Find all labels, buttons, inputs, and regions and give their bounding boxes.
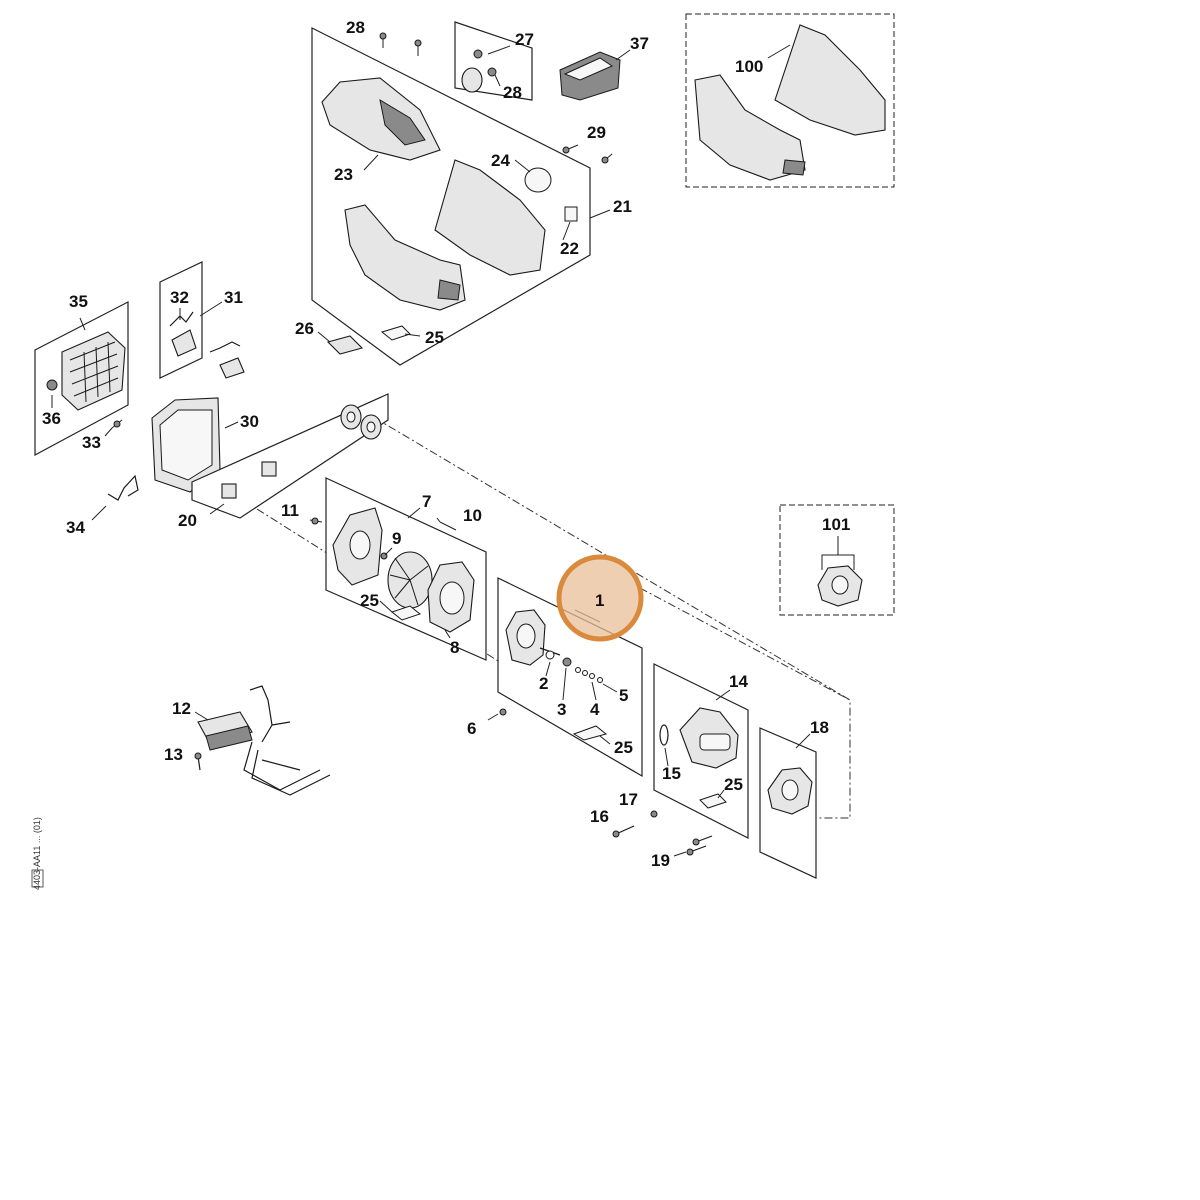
callout-7[interactable]: 7 xyxy=(422,492,431,511)
part-19-screws[interactable] xyxy=(673,835,713,857)
callout-21[interactable]: 21 xyxy=(613,197,632,216)
callout-22[interactable]: 22 xyxy=(560,239,579,258)
callout-labels: 1 2 3 4 5 6 7 8 9 10 11 12 13 14 15 16 1… xyxy=(42,18,850,870)
group-18 xyxy=(759,727,817,879)
reference-code: 4403-AA11 ... (01) xyxy=(31,817,44,890)
part-24-plate[interactable] xyxy=(524,167,552,193)
part-36-screw[interactable] xyxy=(46,379,58,391)
callout-1[interactable]: 1 xyxy=(595,591,604,610)
part-5-shim[interactable] xyxy=(597,677,603,683)
group-35 xyxy=(34,301,129,457)
callout-25-right[interactable]: 25 xyxy=(724,775,743,794)
callout-23[interactable]: 23 xyxy=(334,165,353,184)
callout-31[interactable]: 31 xyxy=(224,288,243,307)
callout-8[interactable]: 8 xyxy=(450,638,459,657)
callout-20[interactable]: 20 xyxy=(178,511,197,530)
svg-text:4403-AA11 ... (01): 4403-AA11 ... (01) xyxy=(32,817,42,890)
part-25-pad-low[interactable] xyxy=(572,725,608,741)
callout-28-group[interactable]: 28 xyxy=(503,83,522,102)
part-27-cap[interactable] xyxy=(461,67,483,93)
callout-28-top[interactable]: 28 xyxy=(346,18,365,37)
callout-3[interactable]: 3 xyxy=(557,700,566,719)
part-2-washer[interactable] xyxy=(545,650,555,660)
callout-30[interactable]: 30 xyxy=(240,412,259,431)
callout-17[interactable]: 17 xyxy=(619,790,638,809)
callout-33[interactable]: 33 xyxy=(82,433,101,452)
part-37-label-cover[interactable] xyxy=(559,49,631,101)
callout-6[interactable]: 6 xyxy=(467,719,476,738)
part-29-screws[interactable] xyxy=(562,144,613,164)
part-17-washer[interactable] xyxy=(650,810,658,818)
group-101 xyxy=(779,504,895,616)
callout-11[interactable]: 11 xyxy=(281,501,299,520)
part-100-crankcase-assy[interactable] xyxy=(694,74,806,181)
part-26-clip[interactable] xyxy=(326,335,364,355)
callout-34[interactable]: 34 xyxy=(66,518,85,537)
part-10-pin[interactable] xyxy=(436,517,457,531)
callout-37[interactable]: 37 xyxy=(630,34,649,53)
callout-19[interactable]: 19 xyxy=(651,851,670,870)
part-20-block-a[interactable] xyxy=(261,461,277,477)
callout-9[interactable]: 9 xyxy=(392,529,401,548)
part-12-control-unit[interactable] xyxy=(194,711,253,751)
housing-group-21 xyxy=(311,27,613,366)
part-4-spacers[interactable] xyxy=(575,667,595,679)
callout-4[interactable]: 4 xyxy=(590,700,600,719)
callout-12[interactable]: 12 xyxy=(172,699,191,718)
group-100 xyxy=(685,13,895,188)
callout-101[interactable]: 101 xyxy=(822,515,850,534)
part-6-screw[interactable] xyxy=(487,708,507,721)
part-34-lever[interactable] xyxy=(91,474,139,521)
group-7 xyxy=(309,477,487,661)
part-25-pad-mid[interactable] xyxy=(390,605,422,621)
part-33-screw[interactable] xyxy=(104,419,123,437)
callout-15[interactable]: 15 xyxy=(662,764,681,783)
group-27 xyxy=(454,21,533,101)
callout-13[interactable]: 13 xyxy=(164,745,183,764)
callout-10[interactable]: 10 xyxy=(463,506,482,525)
callout-27[interactable]: 27 xyxy=(515,30,534,49)
part-31-spring[interactable] xyxy=(169,311,194,327)
part-16-screw[interactable] xyxy=(612,825,635,838)
callout-5[interactable]: 5 xyxy=(619,686,628,705)
part-15-circlip[interactable] xyxy=(659,724,669,746)
highlight-ring xyxy=(556,554,644,642)
part-35-filter[interactable] xyxy=(61,331,126,411)
callout-26[interactable]: 26 xyxy=(295,319,314,338)
wiring-harness xyxy=(243,685,331,796)
part-25-pad-right[interactable] xyxy=(699,793,727,809)
group-1 xyxy=(497,577,643,778)
part-32-bracket[interactable] xyxy=(171,329,197,357)
group-31 xyxy=(159,261,245,379)
part-11-screw[interactable] xyxy=(309,517,323,525)
part-20-block-b[interactable] xyxy=(221,483,237,499)
callout-35[interactable]: 35 xyxy=(69,292,88,311)
group-14 xyxy=(653,663,749,839)
callout-16[interactable]: 16 xyxy=(590,807,609,826)
part-22-block[interactable] xyxy=(564,206,578,222)
part-21-crankcase[interactable] xyxy=(344,204,466,311)
callout-25-top[interactable]: 25 xyxy=(425,328,444,347)
group-20 xyxy=(191,393,389,519)
part-13-screw[interactable] xyxy=(194,752,202,771)
part-28-screws-top[interactable] xyxy=(379,32,422,56)
callout-29[interactable]: 29 xyxy=(587,123,606,142)
part-3-ring[interactable] xyxy=(562,657,572,667)
callout-18[interactable]: 18 xyxy=(810,718,829,737)
callout-32[interactable]: 32 xyxy=(170,288,189,307)
callout-25-mid[interactable]: 25 xyxy=(360,591,379,610)
callout-14[interactable]: 14 xyxy=(729,672,748,691)
callout-100[interactable]: 100 xyxy=(735,57,763,76)
callout-2[interactable]: 2 xyxy=(539,674,548,693)
callout-24[interactable]: 24 xyxy=(491,151,510,170)
callout-25-low[interactable]: 25 xyxy=(614,738,633,757)
part-25-pad-top[interactable] xyxy=(380,325,411,341)
callout-36[interactable]: 36 xyxy=(42,409,61,428)
